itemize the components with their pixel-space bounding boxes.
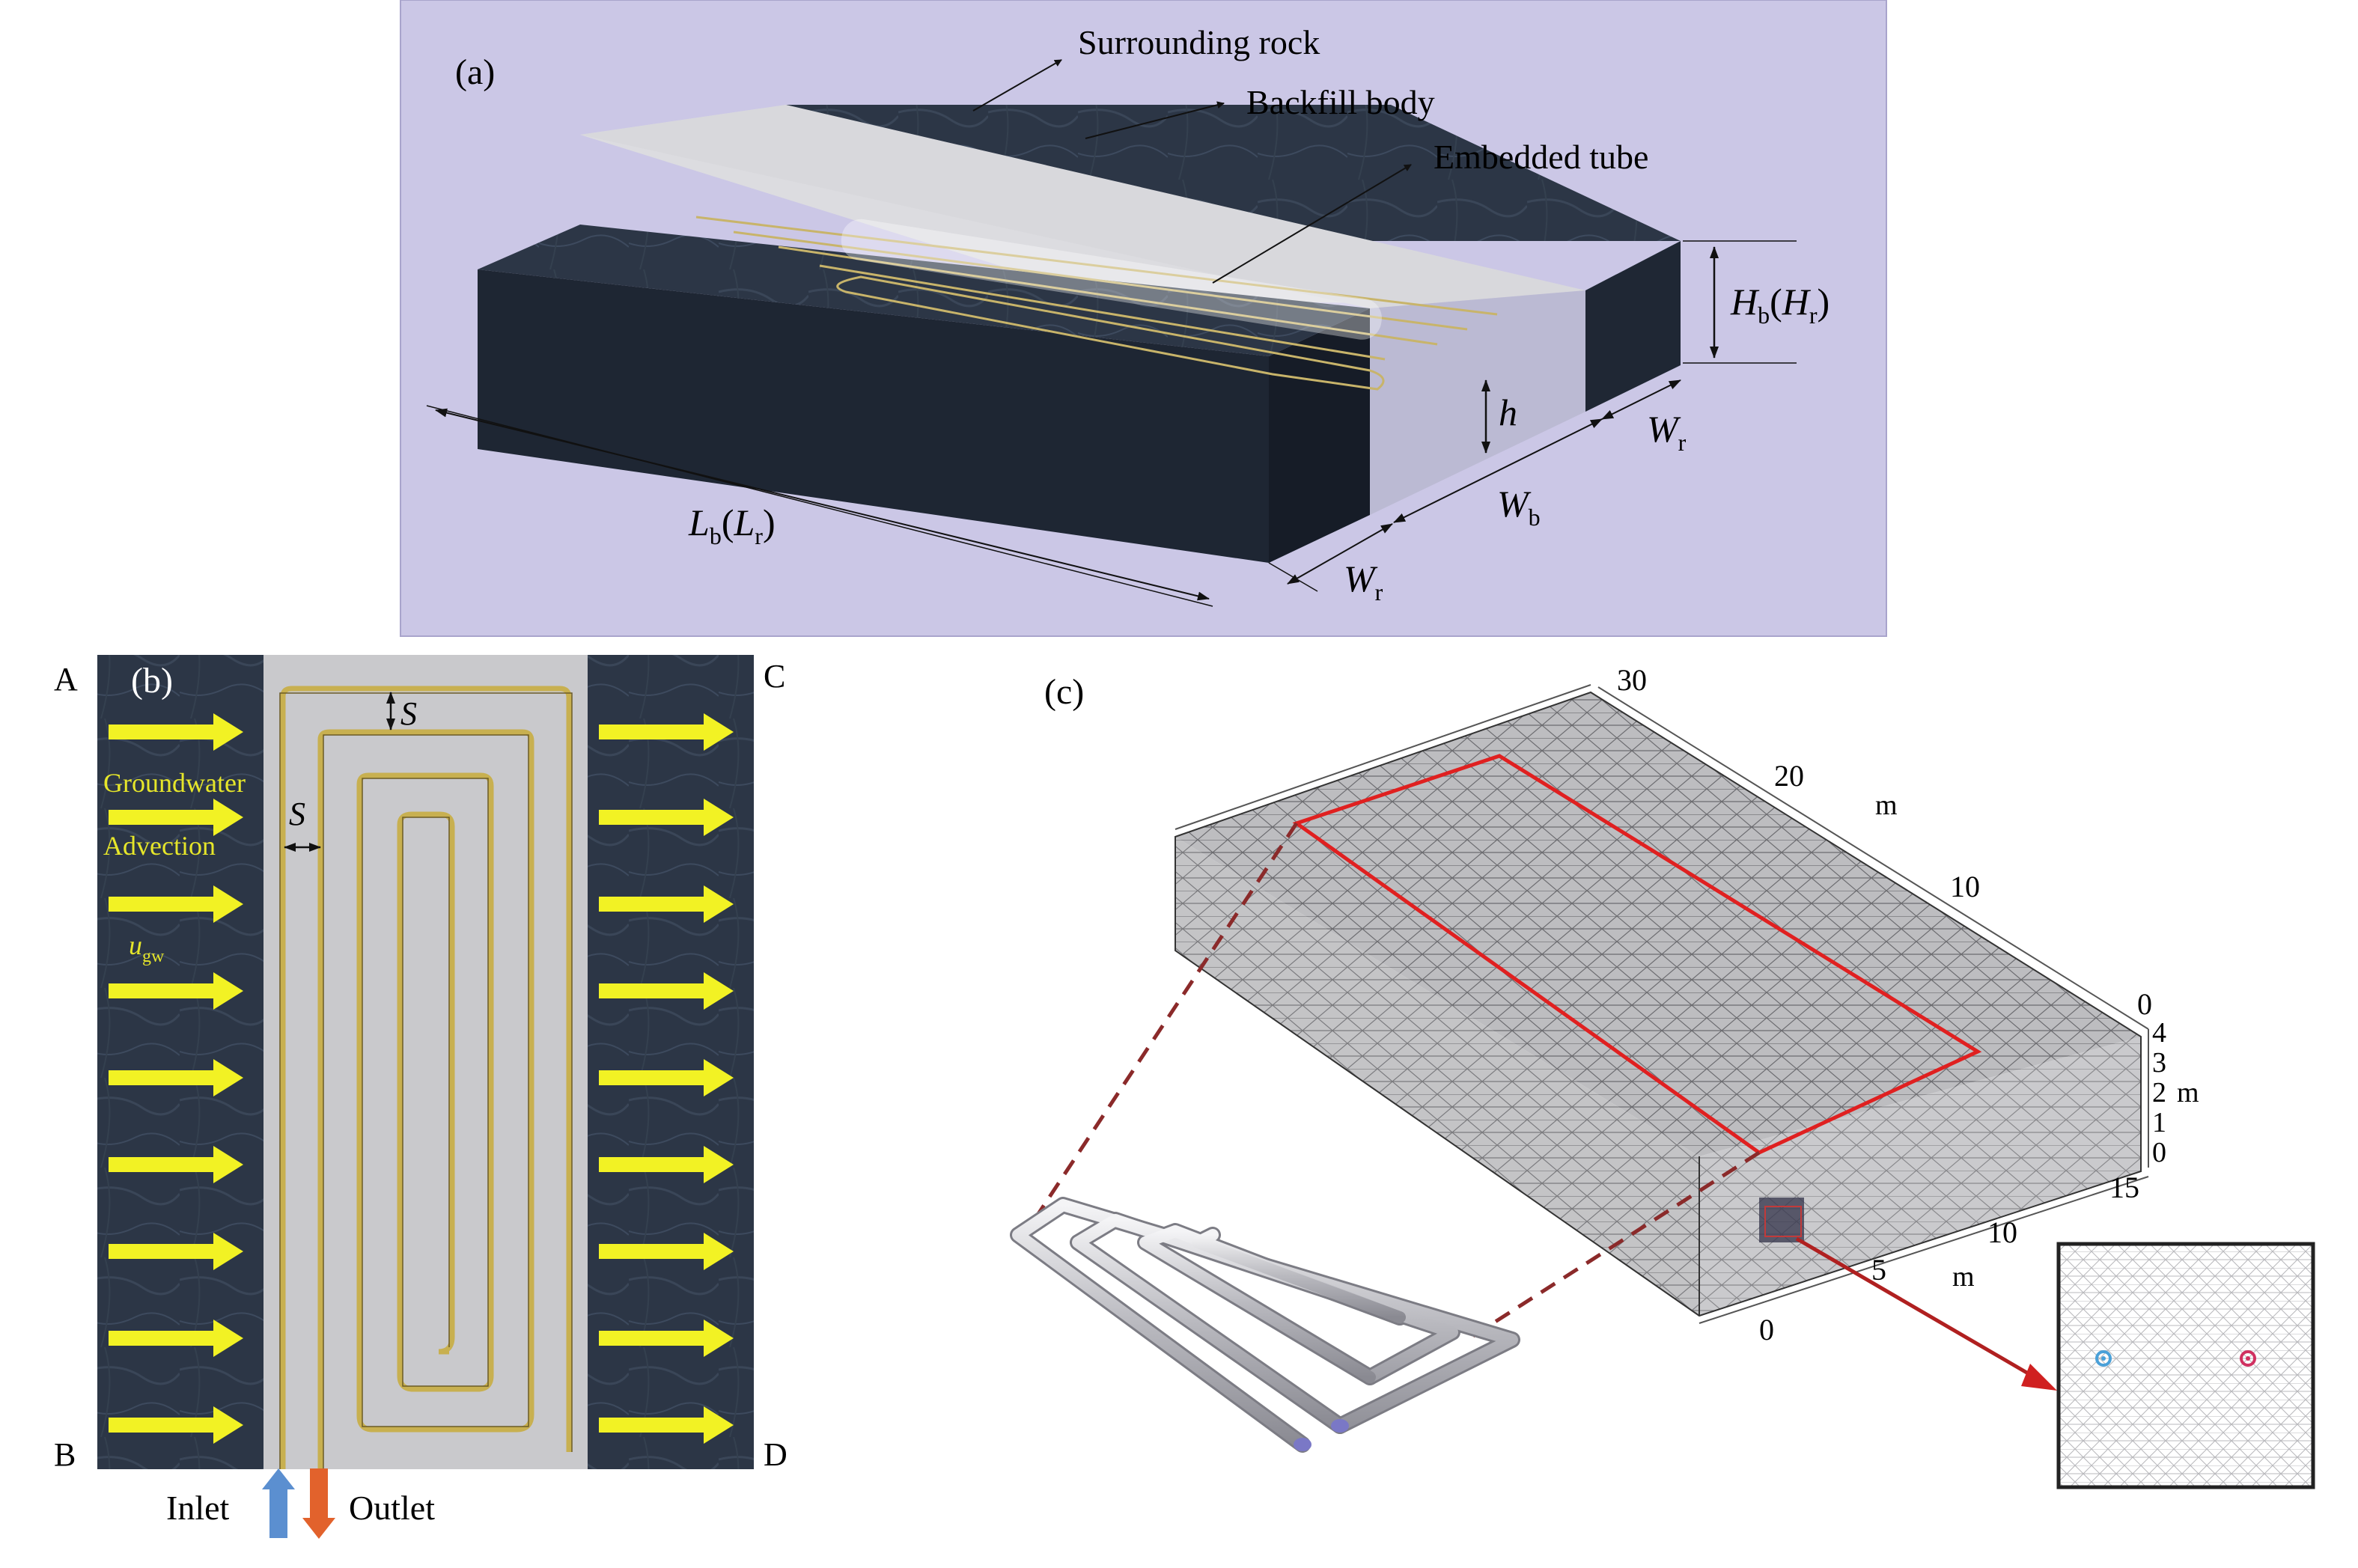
pipe-inlet-end xyxy=(1294,1438,1311,1451)
panel-c: (c) 30 20 m 10 0 4 3 2 m 1 0 15 10 xyxy=(1010,663,2315,1489)
label-hb: Hb(Hr) xyxy=(1730,281,1830,329)
label-wb: Wb xyxy=(1497,483,1541,531)
callout-embedded-tube: Embedded tube xyxy=(1434,138,1648,176)
tick-side-1: 1 xyxy=(2152,1107,2166,1138)
leader-backfill xyxy=(1085,101,1225,139)
outlet-label: Outlet xyxy=(349,1489,435,1527)
tick-side-0: 0 xyxy=(2152,1137,2166,1168)
dim-wr-back xyxy=(1601,379,1681,420)
tick-bottom-0: 0 xyxy=(1759,1313,1774,1346)
label-lb: Lb(Lr) xyxy=(688,501,776,549)
label-h: h xyxy=(1499,391,1517,433)
leader-tube xyxy=(1212,164,1412,284)
front-rock-top xyxy=(478,225,1370,356)
arrows-right xyxy=(599,713,734,1444)
mesh-front xyxy=(1175,837,1699,1316)
refined-region xyxy=(1759,1198,1804,1242)
tick-bottom-15: 15 xyxy=(2109,1171,2139,1204)
embedded-tube xyxy=(695,216,1498,391)
connector-right xyxy=(1466,1150,1761,1342)
panel-a: (a) Surrounding rock Backfill body Embed… xyxy=(400,0,1887,637)
groundwater-text: Groundwater xyxy=(103,768,246,798)
panel-b: (b) A B C D Groundwater Advection ugw S … xyxy=(54,655,787,1539)
axis-top-unit: m xyxy=(1875,790,1898,821)
tick-bottom-5: 5 xyxy=(1871,1253,1886,1287)
dim-wb xyxy=(1393,418,1603,523)
inlet-arrow xyxy=(262,1468,295,1538)
pipe-model xyxy=(1010,1197,1520,1453)
arrows-left xyxy=(109,713,243,1444)
inlet-label: Inlet xyxy=(166,1489,230,1527)
front-rock-end xyxy=(1269,308,1370,563)
mesh-red-outline xyxy=(1292,754,1982,1155)
inset-pipe-inlet xyxy=(2095,1350,2112,1367)
dim-length xyxy=(435,408,1210,601)
ugw-label: ugw xyxy=(129,930,165,966)
tick-bottom-10: 10 xyxy=(1987,1215,2017,1249)
panel-c-label: (c) xyxy=(1044,672,1084,712)
tick-side-3: 3 xyxy=(2152,1047,2166,1079)
corner-c: C xyxy=(764,658,785,695)
inset-pipe-outlet xyxy=(2240,1350,2256,1367)
tick-side-2: 2 xyxy=(2152,1077,2166,1108)
panel-a-label: (a) xyxy=(455,52,495,92)
axis-side-unit: m xyxy=(2177,1077,2199,1108)
rock-right xyxy=(588,655,754,1469)
mesh-top xyxy=(1175,692,2141,1156)
label-wr-back: Wr xyxy=(1647,408,1687,456)
mesh-inset xyxy=(2056,1242,2315,1489)
back-rock-side xyxy=(1585,241,1681,412)
corner-b: B xyxy=(54,1436,76,1473)
tick-top-10: 10 xyxy=(1950,870,1980,903)
advection-text: Advection xyxy=(103,831,216,861)
tick-side-4: 4 xyxy=(2152,1017,2166,1049)
callout-backfill-body: Backfill body xyxy=(1246,83,1435,121)
axis-lines xyxy=(1175,684,2149,1324)
panel-b-label: (b) xyxy=(131,661,173,701)
tick-top-0: 0 xyxy=(2137,987,2152,1021)
axis-bottom-unit: m xyxy=(1952,1261,1975,1293)
spacing-label-top: S xyxy=(400,695,417,732)
zoom-arrowhead xyxy=(2021,1364,2057,1391)
spacing-label-side: S xyxy=(289,796,305,832)
tick-top-20: 20 xyxy=(1774,759,1804,793)
label-wr-front: Wr xyxy=(1344,558,1383,605)
leader-rock xyxy=(972,59,1062,112)
corner-a: A xyxy=(54,661,78,698)
dim-wr-front xyxy=(1287,523,1393,585)
outlet-arrow xyxy=(302,1468,335,1539)
pipe-outlet-end xyxy=(1331,1419,1349,1433)
tick-top-30: 30 xyxy=(1617,663,1647,697)
groundwater-arrows xyxy=(109,713,734,1444)
corner-d: D xyxy=(764,1436,787,1473)
zoom-arrow-line xyxy=(1795,1236,2049,1387)
callout-surrounding-rock: Surrounding rock xyxy=(1078,23,1320,61)
